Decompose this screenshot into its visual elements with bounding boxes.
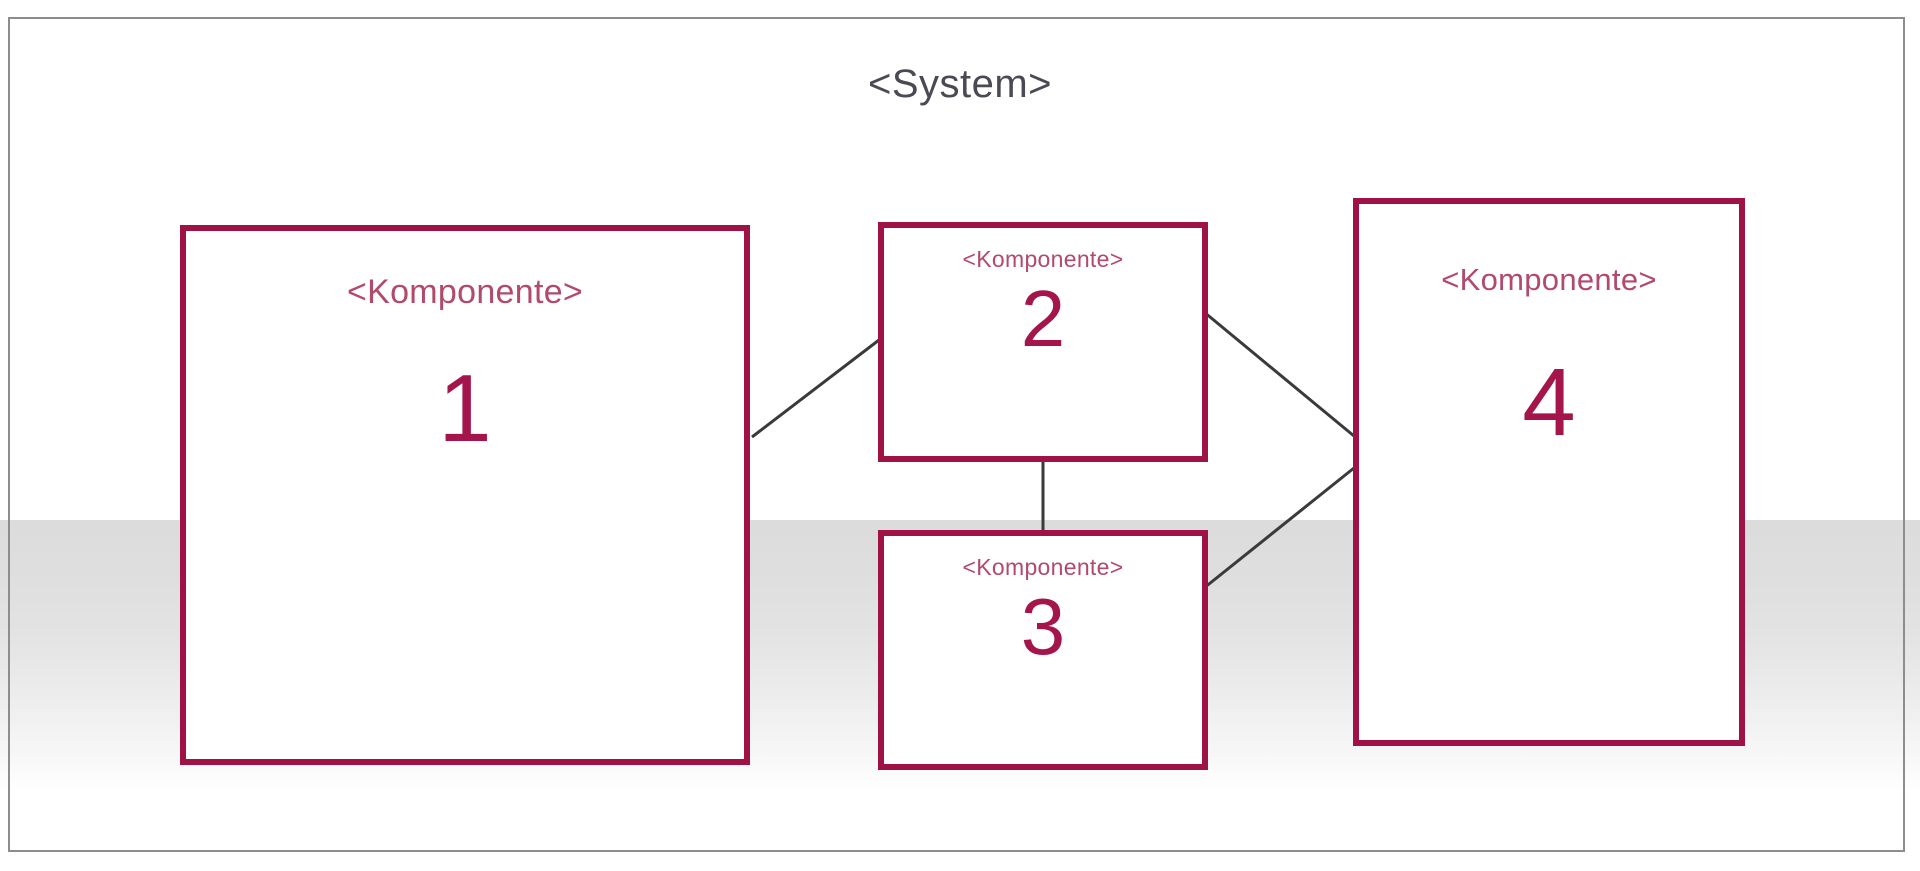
component-1-stereotype: <Komponente> bbox=[346, 273, 584, 311]
component-4-number: 4 bbox=[1522, 349, 1576, 456]
system-boundary-frame bbox=[8, 17, 1905, 852]
component-3-stereotype: <Komponente> bbox=[962, 554, 1124, 580]
component-box-1[interactable]: <Komponente> 1 bbox=[180, 225, 750, 765]
component-1-number: 1 bbox=[438, 355, 492, 462]
system-title: <System> bbox=[867, 62, 1053, 106]
component-box-2[interactable]: <Komponente> 2 bbox=[878, 222, 1208, 462]
component-2-stereotype: <Komponente> bbox=[962, 246, 1124, 272]
component-box-3[interactable]: <Komponente> 3 bbox=[878, 530, 1208, 770]
component-box-4[interactable]: <Komponente> 4 bbox=[1353, 198, 1745, 746]
component-2-number: 2 bbox=[1020, 274, 1066, 363]
component-3-number: 3 bbox=[1020, 582, 1066, 671]
component-4-stereotype: <Komponente> bbox=[1441, 262, 1657, 297]
